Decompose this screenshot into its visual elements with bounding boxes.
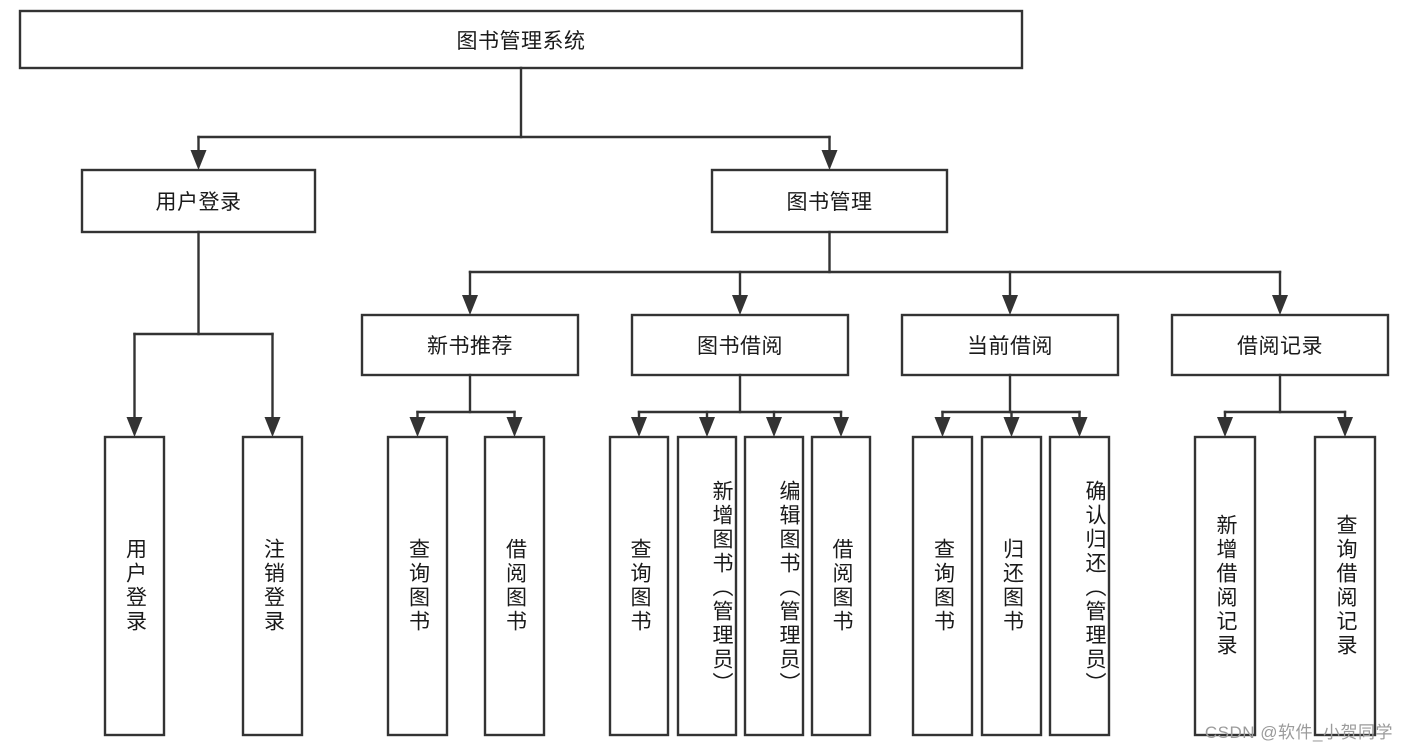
node-box[interactable] bbox=[1170, 313, 1390, 377]
arrow-head-icon bbox=[732, 295, 748, 315]
arrow-head-icon bbox=[631, 417, 647, 437]
node-box[interactable] bbox=[103, 435, 166, 737]
node-box[interactable] bbox=[710, 168, 949, 234]
arrow-head-icon bbox=[1071, 417, 1088, 437]
node-box[interactable] bbox=[483, 435, 546, 737]
node-box[interactable] bbox=[676, 435, 738, 737]
watermark: CSDN @软件_小贺同学 bbox=[1204, 723, 1393, 742]
node-box[interactable] bbox=[608, 435, 670, 737]
node-box[interactable] bbox=[1313, 435, 1377, 737]
node-box[interactable] bbox=[900, 313, 1120, 377]
node-box[interactable] bbox=[810, 435, 872, 737]
node-box[interactable] bbox=[1048, 435, 1111, 737]
node-box[interactable] bbox=[386, 435, 449, 737]
arrow-head-icon bbox=[190, 150, 207, 170]
arrow-head-icon bbox=[506, 417, 523, 437]
arrow-head-icon bbox=[462, 295, 478, 315]
node-box[interactable] bbox=[1193, 435, 1257, 737]
node-box[interactable] bbox=[911, 435, 974, 737]
arrow-head-icon bbox=[264, 417, 281, 437]
node-box[interactable] bbox=[630, 313, 850, 377]
arrow-head-icon bbox=[934, 417, 951, 437]
arrow-head-icon bbox=[1337, 417, 1353, 437]
node-box[interactable] bbox=[80, 168, 317, 234]
arrow-head-icon bbox=[1003, 417, 1020, 437]
arrow-head-icon bbox=[766, 417, 782, 437]
arrow-head-icon bbox=[126, 417, 143, 437]
arrow-head-icon bbox=[409, 417, 426, 437]
arrow-head-icon bbox=[699, 417, 715, 437]
arrow-head-icon bbox=[1217, 417, 1233, 437]
arrow-head-icon bbox=[1002, 295, 1018, 315]
arrow-head-icon bbox=[833, 417, 849, 437]
arrow-head-icon bbox=[1272, 295, 1288, 315]
node-box[interactable] bbox=[743, 435, 805, 737]
node-box[interactable] bbox=[360, 313, 580, 377]
node-box[interactable] bbox=[18, 9, 1024, 70]
arrow-head-icon bbox=[821, 150, 838, 170]
node-box[interactable] bbox=[241, 435, 304, 737]
node-box[interactable] bbox=[980, 435, 1043, 737]
